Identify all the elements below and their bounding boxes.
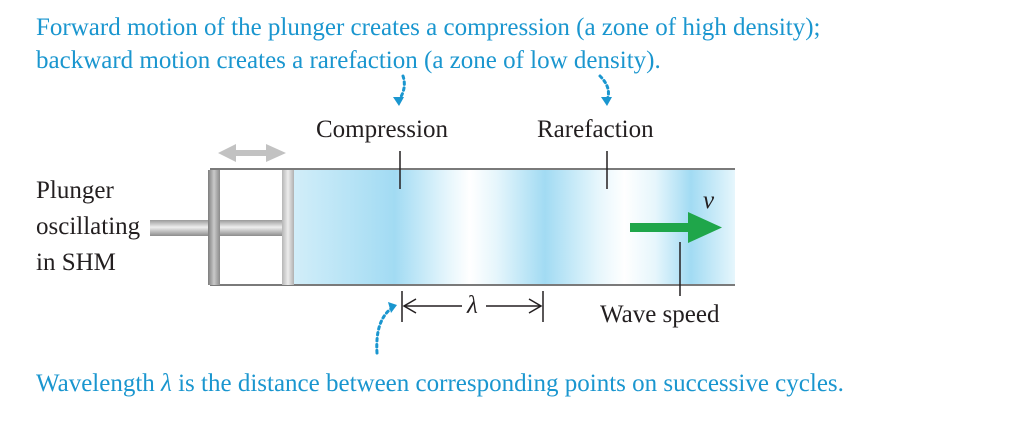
bottom-caption: Wavelength λ is the distance between cor… bbox=[36, 370, 844, 397]
plunger-label-line-3: in SHM bbox=[36, 249, 116, 276]
wave-speed-label: Wave speed bbox=[600, 301, 720, 328]
plunger-motion-arrow bbox=[218, 144, 286, 162]
velocity-symbol: v bbox=[703, 187, 715, 214]
compression-pointer-arrow bbox=[393, 74, 406, 106]
plunger-end-plate bbox=[208, 170, 220, 285]
rarefaction-pointer-arrow bbox=[598, 74, 612, 106]
plunger-label-line-1: Plunger bbox=[36, 177, 114, 204]
plunger-inner-rod bbox=[220, 220, 284, 236]
piston-face bbox=[282, 170, 294, 285]
wavelength-pointer-arrow bbox=[375, 302, 397, 355]
compression-label: Compression bbox=[316, 116, 448, 143]
plunger-label-line-2: oscillating bbox=[36, 213, 141, 240]
top-caption-line-1: Forward motion of the plunger creates a … bbox=[36, 14, 821, 41]
velocity-arrow bbox=[630, 212, 722, 243]
wavelength-dimension bbox=[401, 291, 544, 322]
rarefaction-label: Rarefaction bbox=[537, 116, 654, 143]
top-caption-line-2: backward motion creates a rarefaction (a… bbox=[36, 47, 661, 74]
plunger-rod bbox=[150, 220, 212, 236]
wavelength-symbol: λ bbox=[466, 292, 478, 319]
